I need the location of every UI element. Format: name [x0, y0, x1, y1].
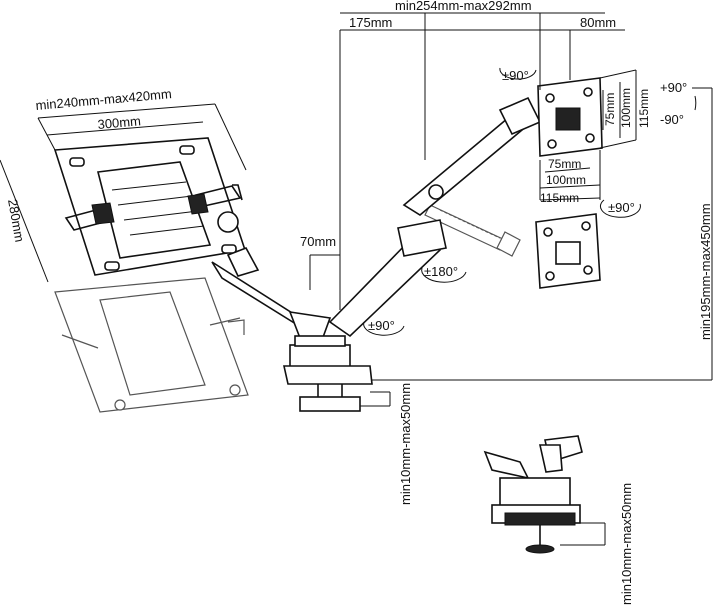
laptop-tray-ghost [54, 277, 249, 413]
vesa-h100-label: 100mm [546, 173, 586, 187]
vesa-plate-upper [537, 77, 603, 157]
vesa-v75-label: 75mm [603, 93, 617, 126]
tray-width-label: 300mm [97, 113, 142, 132]
vesa-v115-label: 115mm [637, 89, 651, 128]
pole-offset-label: 70mm [300, 234, 336, 249]
left-arm [211, 246, 332, 341]
top-right-label: 80mm [580, 15, 616, 30]
vesa-v100-label: 100mm [619, 88, 633, 128]
tilt-down-label: -90° [660, 112, 684, 127]
clamp-range-main-label: min10mm-max50mm [398, 383, 413, 505]
vesa-plate-lower [535, 213, 601, 289]
vesa-h115-label: 115mm [540, 191, 579, 205]
dimension-lines [0, 12, 713, 546]
right-arm [328, 96, 542, 338]
tray-depth-label: 280mm [5, 198, 27, 243]
top-left-label: 175mm [349, 15, 392, 30]
clamp-range-detail-label: min10mm-max50mm [619, 483, 634, 605]
vesa-h75-label: 75mm [548, 157, 581, 171]
rotate-right-label: ±90° [608, 200, 635, 215]
rotation-arrows [363, 67, 697, 336]
base-swivel-label: ±90° [368, 318, 395, 333]
desk-clamp [283, 335, 373, 412]
head-swivel-label: ±90° [502, 68, 529, 83]
forearm-ghost [424, 204, 521, 257]
height-range-label: min195mm-max450mm [698, 203, 713, 340]
tilt-up-label: +90° [660, 80, 687, 95]
arm-swivel-label: ±180° [424, 264, 458, 279]
laptop-tray [53, 137, 247, 276]
clamp-detail [483, 435, 583, 554]
top-span-label: min254mm-max292mm [395, 0, 532, 13]
